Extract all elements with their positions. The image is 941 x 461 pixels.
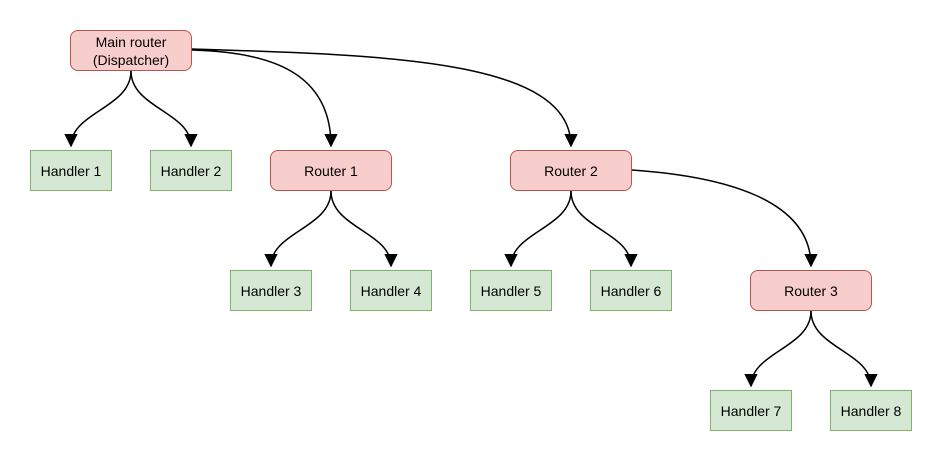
node-handler-7-label: Handler 7 [720,402,782,419]
node-handler-3-label: Handler 3 [240,282,302,299]
node-handler-6: Handler 6 [590,270,672,311]
node-handler-2: Handler 2 [150,150,232,191]
edge-router-1-to-handler-4 [330,190,398,268]
node-handler-5: Handler 5 [470,270,552,311]
node-handler-4-label: Handler 4 [360,282,422,299]
node-handler-3: Handler 3 [230,270,312,311]
node-handler-8: Handler 8 [830,390,912,431]
edge-router-2-to-handler-5 [504,190,572,268]
node-handler-6-label: Handler 6 [600,282,662,299]
node-router-3-label: Router 3 [784,282,838,299]
node-router-3: Router 3 [750,270,872,311]
node-main-router-label-line1: Main router [95,33,167,50]
node-handler-7: Handler 7 [710,390,792,431]
node-main-router-label-line2: (Dispatcher) [92,51,170,68]
edge-router-2-to-router-3 [631,169,818,268]
node-handler-1-label: Handler 1 [40,162,102,179]
edge-main-router-to-router-2 [191,48,578,148]
node-router-2-label: Router 2 [544,162,598,179]
edge-router-3-to-handler-7 [744,310,812,388]
node-main-router: Main router (Dispatcher) [70,30,192,71]
edge-main-router-to-router-1 [191,49,338,148]
node-router-1-label: Router 1 [304,162,358,179]
node-router-2: Router 2 [510,150,632,191]
edge-main-router-to-handler-1 [64,70,132,148]
edge-router-1-to-handler-3 [264,190,332,268]
edge-router-2-to-handler-6 [570,190,638,268]
node-handler-5-label: Handler 5 [480,282,542,299]
node-handler-2-label: Handler 2 [160,162,222,179]
node-handler-1: Handler 1 [30,150,112,191]
node-handler-8-label: Handler 8 [840,402,902,419]
edge-main-router-to-handler-2 [130,70,198,148]
node-handler-4: Handler 4 [350,270,432,311]
node-router-1: Router 1 [270,150,392,191]
edge-router-3-to-handler-8 [810,310,878,388]
